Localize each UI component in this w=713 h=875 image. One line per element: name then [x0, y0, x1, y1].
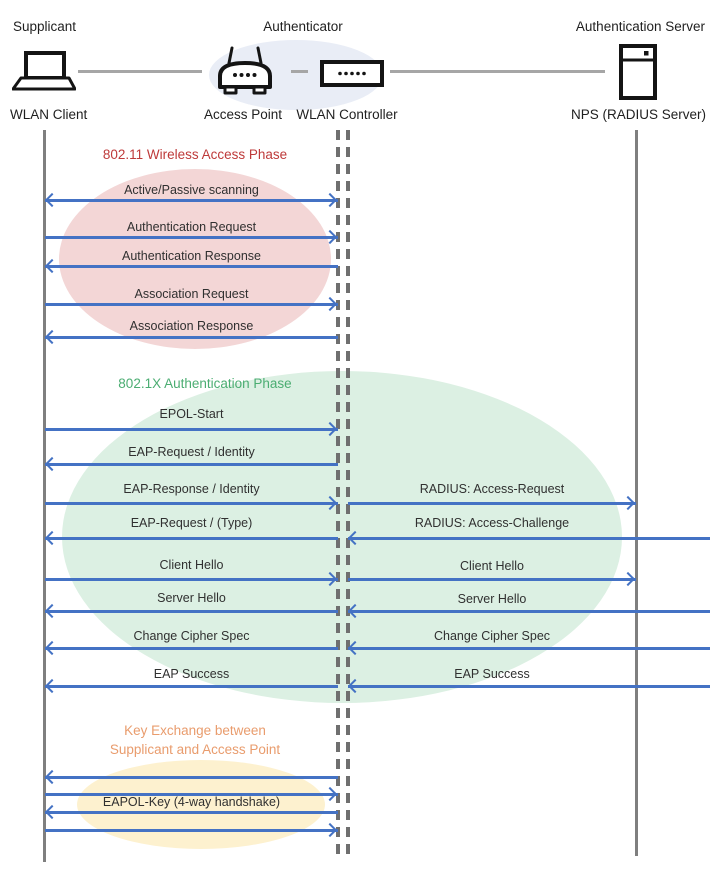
message-label: EPOL-Start [159, 407, 224, 421]
message-label: EAP-Response / Identity [123, 482, 260, 496]
message-arrow [45, 336, 338, 339]
message-arrow [348, 685, 710, 688]
nps-radius-server-label: NPS (RADIUS Server) [570, 107, 706, 122]
phase1-title: 802.11 Wireless Access Phase [102, 147, 288, 162]
message-arrow [45, 265, 338, 268]
message-label: Association Request [134, 287, 249, 301]
message-arrow [45, 647, 338, 650]
auth-server-role-label: Authentication Server [575, 19, 705, 34]
message-arrow [45, 236, 338, 239]
message-label: EAP Success [153, 667, 230, 681]
message-label: Change Cipher Spec [433, 629, 551, 643]
message-label: EAP-Request / Identity [128, 445, 255, 459]
phase3-title-line2: Supplicant and Access Point [109, 742, 281, 757]
arrowhead-left-icon [44, 769, 60, 785]
message-arrow [45, 793, 338, 796]
message-arrow [45, 537, 338, 540]
arrowhead-left-icon [44, 640, 60, 656]
message-arrow [45, 502, 338, 505]
message-arrow [45, 199, 338, 202]
message-arrow [45, 428, 338, 431]
message-arrow [45, 463, 338, 466]
message-label: Authentication Request [126, 220, 257, 234]
access-point-label: Access Point [203, 107, 283, 122]
message-arrow [348, 647, 710, 650]
connector-controller-server [390, 70, 605, 73]
message-label: Authentication Response [122, 249, 261, 263]
message-arrow [45, 610, 338, 613]
phase3-ellipse [77, 760, 325, 849]
message-arrow [45, 578, 338, 581]
message-label: RADIUS: Access-Request [419, 482, 565, 496]
arrowhead-left-icon [44, 530, 60, 546]
message-arrow [45, 303, 338, 306]
connector-client-ap [78, 70, 202, 73]
arrowhead-left-icon [44, 678, 60, 694]
wlan-controller-lifeline [346, 130, 350, 857]
message-label: Association Response [129, 319, 254, 333]
wlan-controller-label: WLAN Controller [296, 107, 398, 122]
supplicant-role-label: Supplicant [13, 19, 77, 34]
message-label: EAPOL-Key (4-way handshake) [102, 795, 281, 809]
message-label: EAP-Request / (Type) [130, 516, 253, 530]
phase2-title: 802.1X Authentication Phase [118, 376, 292, 391]
message-label: Server Hello [457, 592, 527, 606]
wlan-controller-icon [320, 60, 384, 87]
message-label: Active/Passive scanning [124, 183, 259, 197]
wlan-client-label: WLAN Client [10, 107, 88, 122]
access-point-icon [218, 46, 272, 95]
message-label: Change Cipher Spec [133, 629, 250, 643]
message-label: RADIUS: Access-Challenge [414, 516, 570, 530]
arrowhead-right-icon [620, 495, 636, 511]
message-arrow [45, 685, 338, 688]
message-label: Client Hello [159, 558, 224, 572]
access-point-lifeline [336, 130, 340, 857]
message-arrow [348, 578, 636, 581]
arrowhead-right-icon [322, 822, 338, 838]
message-arrow [45, 776, 338, 779]
message-label: Server Hello [157, 591, 226, 605]
message-label: Client Hello [460, 559, 524, 573]
connector-ap-controller [291, 70, 308, 73]
arrowhead-left-icon [44, 603, 60, 619]
message-arrow [348, 502, 636, 505]
message-arrow [348, 610, 710, 613]
message-arrow [348, 537, 710, 540]
supplicant-lifeline [43, 130, 46, 862]
authenticator-role-label: Authenticator [263, 19, 343, 34]
auth-server-lifeline [635, 130, 638, 856]
laptop-icon [12, 51, 76, 91]
server-icon [619, 44, 657, 100]
phase3-title-line1: Key Exchange between [124, 723, 266, 738]
arrowhead-right-icon [620, 571, 636, 587]
message-label: EAP Success [454, 667, 530, 681]
message-arrow [45, 811, 338, 814]
arrowhead-left-icon [44, 456, 60, 472]
message-arrow [45, 829, 338, 832]
